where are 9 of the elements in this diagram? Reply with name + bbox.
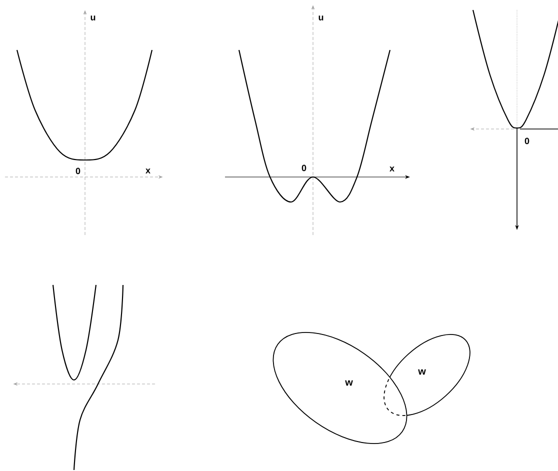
ellipse-region: w <box>384 334 470 416</box>
axis-label: u <box>89 14 97 22</box>
axis-label: x <box>388 166 396 172</box>
axis-label: u <box>317 14 325 22</box>
axis-label: x <box>144 168 152 174</box>
axis-label: 0 <box>300 164 308 172</box>
axis-label: 0 <box>74 166 82 176</box>
ellipse-region: w <box>272 332 408 444</box>
axis-label: 0 <box>524 136 530 146</box>
